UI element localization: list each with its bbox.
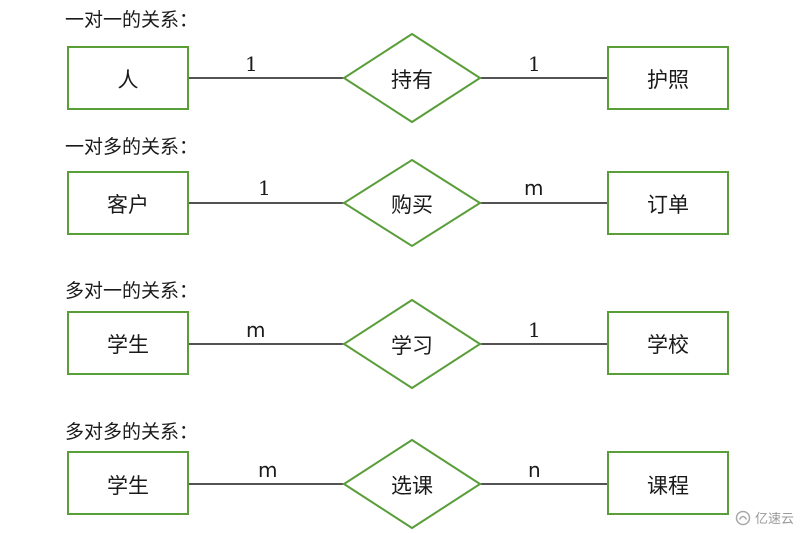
section-heading: 一对多的关系：	[65, 136, 199, 158]
relationship-diamond	[342, 438, 482, 530]
watermark: 亿速云	[735, 508, 794, 527]
relationship-many-to-one	[67, 298, 729, 390]
entity-box-right	[607, 451, 729, 515]
entity-box-left	[67, 171, 189, 235]
entity-box-right	[607, 311, 729, 375]
cardinality-right: 1	[528, 318, 541, 342]
entity-label-right: 课程	[647, 474, 689, 498]
entity-box-right	[607, 46, 729, 110]
entity-label-right: 护照	[647, 68, 689, 92]
entity-label-left: 客户	[107, 193, 149, 217]
entity-label-right: 订单	[647, 193, 689, 217]
relationship-label: 持有	[391, 68, 433, 92]
cardinality-left: m	[258, 458, 278, 482]
cardinality-right: n	[528, 458, 541, 482]
relationship-label: 选课	[391, 474, 433, 498]
relationship-diamond	[342, 298, 482, 390]
entity-box-left	[67, 451, 189, 515]
entity-label-left: 学生	[107, 474, 149, 498]
cloud-logo-icon	[735, 510, 751, 525]
entity-label-left: 人	[117, 68, 139, 92]
section-heading: 一对一的关系：	[65, 9, 199, 31]
relationship-diamond	[342, 158, 482, 248]
entity-label-right: 学校	[647, 333, 689, 357]
entity-box-left	[67, 311, 189, 375]
cardinality-right: m	[524, 176, 544, 200]
cardinality-right: 1	[528, 52, 541, 76]
relationship-one-to-many	[67, 158, 729, 248]
relationship-one-to-one	[67, 32, 729, 124]
section-heading: 多对一的关系：	[65, 280, 199, 302]
entity-box-right	[607, 171, 729, 235]
relationship-diamond	[342, 32, 482, 124]
relationship-label: 购买	[391, 193, 433, 217]
relationship-many-to-many	[67, 438, 729, 530]
entity-box-left	[67, 46, 189, 110]
cardinality-left: 1	[245, 52, 258, 76]
relationship-label: 学习	[391, 334, 433, 358]
section-heading: 多对多的关系：	[65, 421, 199, 443]
watermark-text: 亿速云	[754, 512, 794, 527]
cardinality-left: 1	[258, 176, 271, 200]
entity-label-left: 学生	[107, 333, 149, 357]
cardinality-left: m	[246, 318, 266, 342]
